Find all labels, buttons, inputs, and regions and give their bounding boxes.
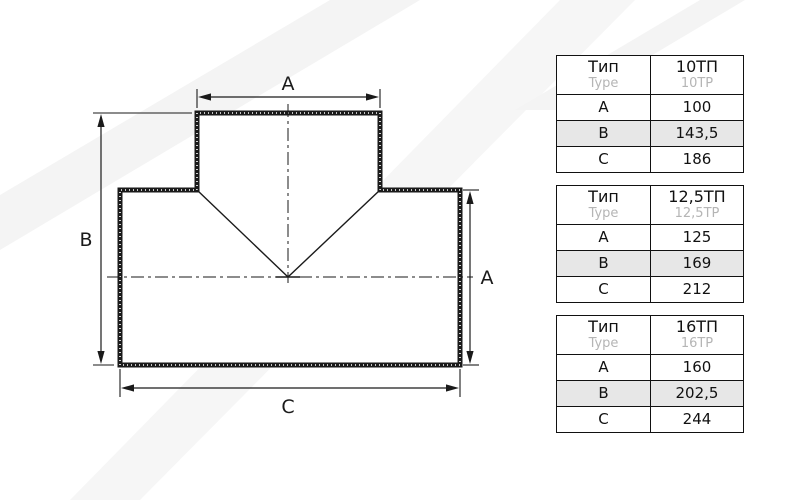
table-row: A 100 xyxy=(557,94,743,120)
header-param-en: Type xyxy=(588,205,619,221)
row-value: 186 xyxy=(650,147,743,172)
dim-label-a-right: A xyxy=(481,267,494,289)
table-row: B 169 xyxy=(557,250,743,276)
dimension-b-left: B xyxy=(79,114,105,364)
row-param: A xyxy=(598,228,609,246)
arrowhead-down xyxy=(466,351,474,364)
dim-label-c-bottom: C xyxy=(281,396,294,418)
header-value-en: 16TP xyxy=(680,335,714,351)
arrowhead-down xyxy=(97,351,105,364)
header-value-cell: 16ТП 16TP xyxy=(650,316,743,354)
table-row: B 202,5 xyxy=(557,380,743,406)
header-param-cell: Тип Type xyxy=(557,316,650,354)
row-value: 212 xyxy=(650,277,743,302)
table-header-row: Тип Type 10ТП 10TP xyxy=(557,56,743,94)
table-header-row: Тип Type 16ТП 16TP xyxy=(557,316,743,354)
header-param-ru: Тип xyxy=(588,57,619,77)
table-row: B 143,5 xyxy=(557,120,743,146)
spec-table-12-5tp: Тип Type 12,5ТП 12,5TP A 125 B 169 C 212 xyxy=(556,185,744,303)
spec-table-10tp: Тип Type 10ТП 10TP A 100 B 143,5 C 186 xyxy=(556,55,744,173)
table-row: A 125 xyxy=(557,224,743,250)
arrowhead-right xyxy=(366,93,379,101)
header-param-en: Type xyxy=(588,335,619,351)
dim-label-a-top: A xyxy=(282,73,295,95)
dim-label-b-left: B xyxy=(79,229,92,251)
header-param-cell: Тип Type xyxy=(557,56,650,94)
header-param-ru: Тип xyxy=(588,187,619,207)
row-value: 100 xyxy=(650,95,743,120)
header-param-en: Type xyxy=(588,75,619,91)
dimension-a-right: A xyxy=(466,191,494,364)
arrowhead-right xyxy=(446,384,459,392)
chamfer-line-right xyxy=(287,189,381,278)
header-param-ru: Тип xyxy=(588,317,619,337)
arrowhead-up xyxy=(466,191,474,204)
row-param: B xyxy=(598,124,609,142)
arrowhead-left xyxy=(121,384,134,392)
dimension-c-bottom: C xyxy=(121,384,459,418)
header-value-ru: 12,5ТП xyxy=(668,187,726,207)
row-param: C xyxy=(598,410,609,428)
centerlines xyxy=(107,104,473,283)
row-param: C xyxy=(598,280,609,298)
arrowhead-up xyxy=(97,114,105,127)
row-value: 202,5 xyxy=(650,381,743,406)
table-row: C 212 xyxy=(557,276,743,302)
row-value: 160 xyxy=(650,355,743,380)
arrowhead-left xyxy=(198,93,211,101)
table-row: A 160 xyxy=(557,354,743,380)
header-value-cell: 12,5ТП 12,5TP xyxy=(650,186,743,224)
table-row: C 244 xyxy=(557,406,743,432)
row-value: 125 xyxy=(650,225,743,250)
chamfer-line-left xyxy=(196,189,289,278)
row-param: B xyxy=(598,254,609,272)
header-value-en: 12,5TP xyxy=(674,205,720,221)
tee-outline xyxy=(117,110,463,368)
row-value: 169 xyxy=(650,251,743,276)
table-header-row: Тип Type 12,5ТП 12,5TP xyxy=(557,186,743,224)
header-value-ru: 10ТП xyxy=(675,57,719,77)
row-param: C xyxy=(598,150,609,168)
row-param: A xyxy=(598,98,609,116)
header-value-ru: 16ТП xyxy=(675,317,719,337)
header-param-cell: Тип Type xyxy=(557,186,650,224)
spec-table-16tp: Тип Type 16ТП 16TP A 160 B 202,5 C 244 xyxy=(556,315,744,433)
row-param: B xyxy=(598,384,609,402)
dimension-a-top: A xyxy=(198,73,379,101)
table-row: C 186 xyxy=(557,146,743,172)
extension-lines xyxy=(93,89,479,397)
header-value-cell: 10ТП 10TP xyxy=(650,56,743,94)
row-param: A xyxy=(598,358,609,376)
header-value-en: 10TP xyxy=(680,75,714,91)
row-value: 143,5 xyxy=(650,121,743,146)
row-value: 244 xyxy=(650,407,743,432)
